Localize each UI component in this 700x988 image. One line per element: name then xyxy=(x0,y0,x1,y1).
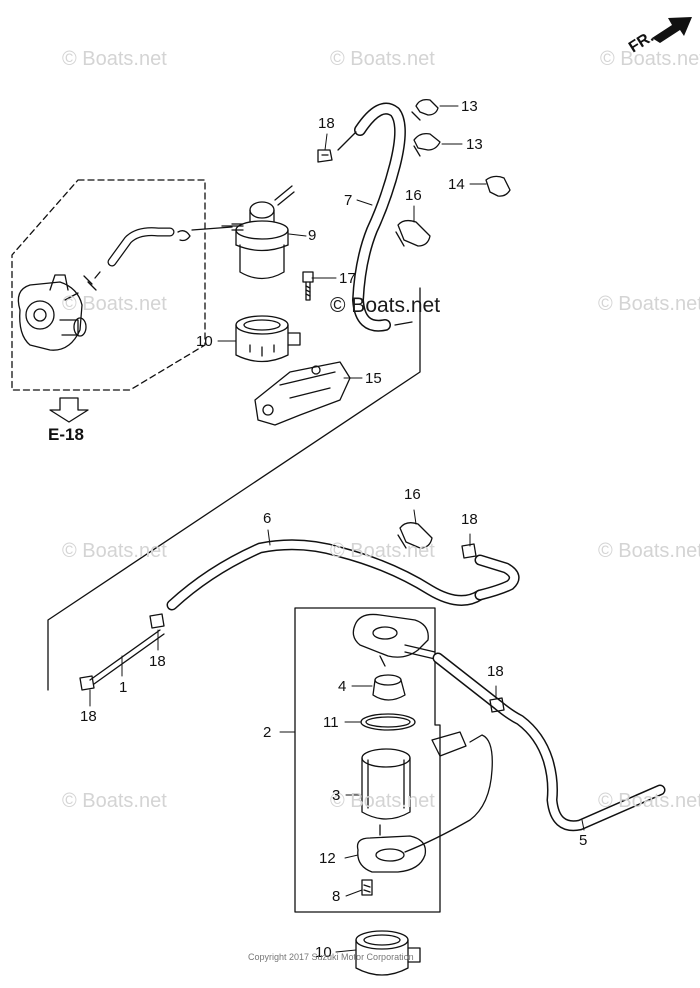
callout-10: 10 xyxy=(315,944,332,961)
watermark: © Boats.net xyxy=(600,48,700,70)
callout-13: 13 xyxy=(466,136,483,153)
bracket-plate xyxy=(254,361,351,426)
callout-15: 15 xyxy=(365,370,382,387)
fuel-pump-group-outline xyxy=(11,179,206,391)
watermark: © Boats.net xyxy=(330,48,435,70)
fuel-pump xyxy=(17,274,87,351)
clip-13-upper xyxy=(411,98,439,121)
callout-18: 18 xyxy=(461,511,478,528)
watermark: © Boats.net xyxy=(62,540,167,562)
clip-16-upper xyxy=(395,219,431,247)
callout-3: 3 xyxy=(332,787,341,804)
watermark: © Boats.net xyxy=(330,790,435,812)
filter-assembly-box xyxy=(294,607,441,913)
fuel-filter xyxy=(221,185,295,280)
callout-14: 14 xyxy=(448,176,465,193)
watermark: © Boats.net xyxy=(598,540,700,562)
watermark: © Boats.net xyxy=(330,540,435,562)
clip-13-lower xyxy=(413,132,441,157)
callout-16: 16 xyxy=(405,187,422,204)
callout-18: 18 xyxy=(80,708,97,725)
watermark: © Boats.net xyxy=(62,48,167,70)
water-sensor-wire xyxy=(404,734,493,853)
o-ring-11 xyxy=(360,713,416,731)
filter-cap xyxy=(352,613,436,667)
filter-group-outline xyxy=(47,287,421,691)
callout-2: 2 xyxy=(263,724,272,741)
callout-9: 9 xyxy=(308,227,317,244)
callout-5: 5 xyxy=(579,832,588,849)
watermark-center: © Boats.net xyxy=(330,294,441,317)
clip-18-left-upper xyxy=(149,613,165,629)
copyright-notice: Copyright 2017 Suzuki Motor Corporation xyxy=(248,952,414,962)
clip-18-left-lower xyxy=(79,675,95,691)
filter-bottom-plate xyxy=(356,835,427,873)
reference-arrow xyxy=(49,397,89,423)
callout-1: 1 xyxy=(119,679,128,696)
callout-11: 11 xyxy=(323,714,339,731)
callout-16: 16 xyxy=(404,486,421,503)
pump-clip xyxy=(83,271,101,291)
bolt-17 xyxy=(302,271,314,301)
callout-10: 10 xyxy=(196,333,213,350)
sensor-connector xyxy=(431,731,467,757)
float-4 xyxy=(372,674,406,701)
callout-17: 17 xyxy=(339,270,356,287)
watermark: © Boats.net xyxy=(62,790,167,812)
callout-7: 7 xyxy=(344,192,353,209)
front-direction-arrow xyxy=(652,17,692,43)
callout-13: 13 xyxy=(461,98,478,115)
filter-cup xyxy=(361,748,411,836)
drain-plug-8 xyxy=(361,879,373,896)
filter-holder-upper xyxy=(235,315,301,363)
leader-lines xyxy=(89,105,585,953)
watermark: © Boats.net xyxy=(598,293,700,315)
clip-18-lower-right xyxy=(489,697,505,713)
callout-18: 18 xyxy=(487,663,504,680)
callout-8: 8 xyxy=(332,888,341,905)
callout-6: 6 xyxy=(263,510,272,527)
clip-18-upper xyxy=(317,149,333,163)
filter-holder-lower xyxy=(355,930,421,976)
watermark: © Boats.net xyxy=(62,293,167,315)
callout-4: 4 xyxy=(338,678,347,695)
reference-label: E-18 xyxy=(48,425,84,444)
callout-18: 18 xyxy=(318,115,335,132)
callout-12: 12 xyxy=(319,850,336,867)
watermark: © Boats.net xyxy=(598,790,700,812)
pipe-1 xyxy=(89,629,165,685)
clip-18-mid xyxy=(461,543,477,559)
clip-14 xyxy=(485,175,511,197)
clip-16-mid xyxy=(397,522,433,549)
callout-18: 18 xyxy=(149,653,166,670)
